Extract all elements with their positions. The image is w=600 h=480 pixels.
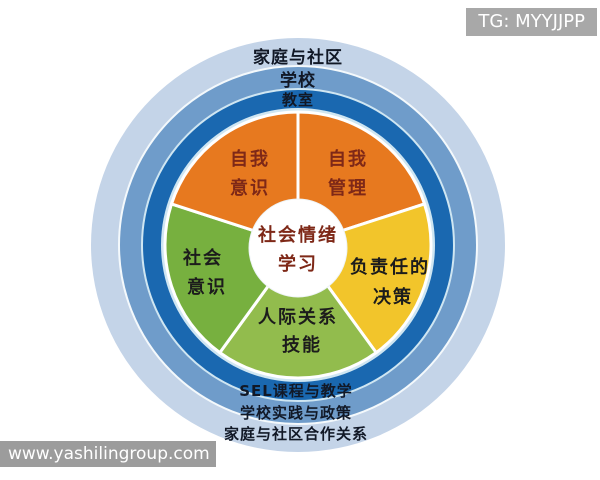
slice-label-self-awareness-line1: 自我 [230,148,270,170]
telegram-badge: TG: MYYJJPP [466,8,597,36]
center-label-line1: 社会情绪 [258,224,338,246]
slice-labels: 自我 管理 负责任的 决策 人际关系 技能 社会 意识 自我 意识 [183,148,430,356]
center-label-line2: 学习 [278,253,318,275]
slice-label-responsible-line2: 决策 [373,286,413,308]
slice-label-self-awareness-line2: 意识 [230,177,270,199]
watermark-bar: www.yashilingroup.com [0,441,216,467]
ring-labels-top: 家庭与社区 学校 教室 [253,47,343,109]
slice-label-social-awareness-line1: 社会 [183,247,223,269]
pie-slice-relationship-skills [218,243,378,380]
ring-label-school-practices: 学校实践与政策 [240,404,352,422]
center-labels: 社会情绪 学习 [258,224,338,275]
ring-labels-bottom: SEL课程与教学 学校实践与政策 家庭与社区合作关系 [224,382,368,443]
ring-label-sel-curriculum: SEL课程与教学 [239,382,353,400]
slice-label-relationship-line1: 人际关系 [258,306,338,328]
slice-label-responsible-line1: 负责任的 [350,256,430,278]
ring-label-classroom: 教室 [281,91,314,109]
slice-label-self-management-line1: 自我 [328,148,368,170]
slice-label-relationship-line2: 技能 [282,334,322,356]
slice-label-self-management-line2: 管理 [328,177,368,199]
ring-label-school: 学校 [280,70,316,91]
ring-label-family-partnerships: 家庭与社区合作关系 [224,425,368,443]
slice-label-social-awareness-line2: 意识 [187,276,227,298]
center-hub-circle [248,198,348,298]
ring-label-family-community: 家庭与社区 [253,47,343,68]
